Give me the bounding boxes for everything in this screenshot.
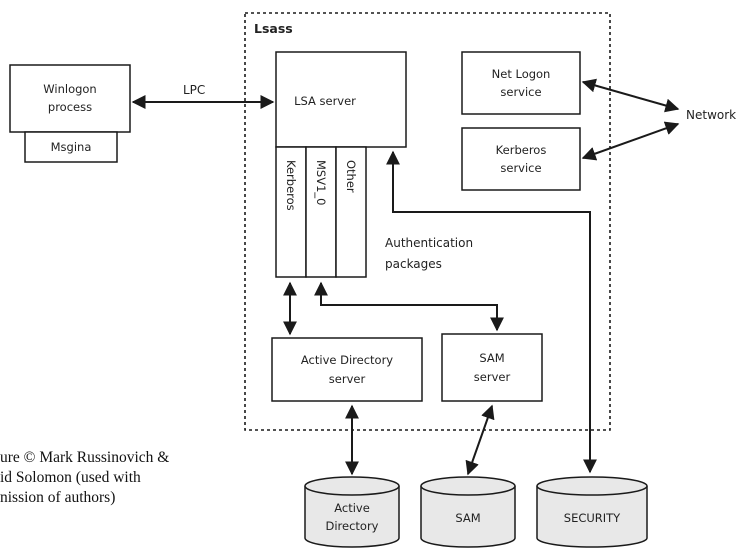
- msgina-box: Msgina: [24, 131, 118, 163]
- auth-packages-caption-1: Authentication: [385, 236, 473, 250]
- sam-database: SAM: [420, 476, 516, 548]
- lsass-boundary: [244, 12, 611, 431]
- sam-server-box: SAM server: [441, 333, 543, 402]
- kerberos-network-arrow: [581, 121, 680, 161]
- msgina-label: Msgina: [51, 140, 92, 154]
- network-label: Network: [686, 108, 736, 122]
- sam-server-label-1: SAM: [479, 351, 504, 365]
- auth-packages-caption-2: packages: [385, 257, 442, 271]
- kerberos-service-box: Kerberos service: [461, 127, 581, 191]
- package-kerberos-label: Kerberos: [284, 160, 298, 211]
- security-db-label: SECURITY: [564, 511, 621, 525]
- authentication-packages: Kerberos MSV1_0 Other: [275, 146, 367, 278]
- netlogon-network-arrow: [581, 78, 680, 113]
- package-other-label: Other: [344, 160, 358, 193]
- package-msv1-0-label: MSV1_0: [314, 160, 328, 205]
- winlogon-label-2: process: [48, 100, 92, 114]
- package-other: [335, 146, 367, 278]
- winlogon-process-box: Winlogon process: [9, 64, 131, 133]
- ad-db-label-2: Directory: [325, 519, 378, 533]
- security-database: SECURITY: [536, 476, 648, 548]
- ad-db-label-1: Active: [334, 501, 370, 515]
- figure-caption: ure © Mark Russinovich & id Solomon (use…: [0, 449, 170, 506]
- lpc-label: LPC: [183, 83, 205, 97]
- sam-db-label: SAM: [455, 511, 480, 525]
- package-msv1-0: [305, 146, 337, 278]
- netlogon-service-box: Net Logon service: [461, 51, 581, 115]
- ad-server-label-1: Active Directory: [301, 353, 393, 367]
- netlogon-label-1: Net Logon: [492, 67, 551, 81]
- sam-server-label-2: server: [474, 370, 511, 384]
- ad-server-label-2: server: [329, 372, 366, 386]
- winlogon-label-1: Winlogon: [43, 82, 96, 96]
- msv-sam-arrow: [314, 281, 504, 332]
- active-directory-database: Active Directory: [304, 476, 400, 548]
- kerberos-service-label-2: service: [500, 161, 541, 175]
- lsa-server-label: LSA server: [294, 94, 356, 108]
- kerberos-service-label-1: Kerberos: [496, 143, 547, 157]
- netlogon-label-2: service: [500, 85, 541, 99]
- active-directory-server-box: Active Directory server: [271, 337, 423, 402]
- sam-server-db-arrow: [465, 404, 495, 476]
- security-path-arrow: [386, 150, 597, 474]
- lsass-title: Lsass: [254, 21, 293, 36]
- lsa-server-box: LSA server: [275, 51, 407, 148]
